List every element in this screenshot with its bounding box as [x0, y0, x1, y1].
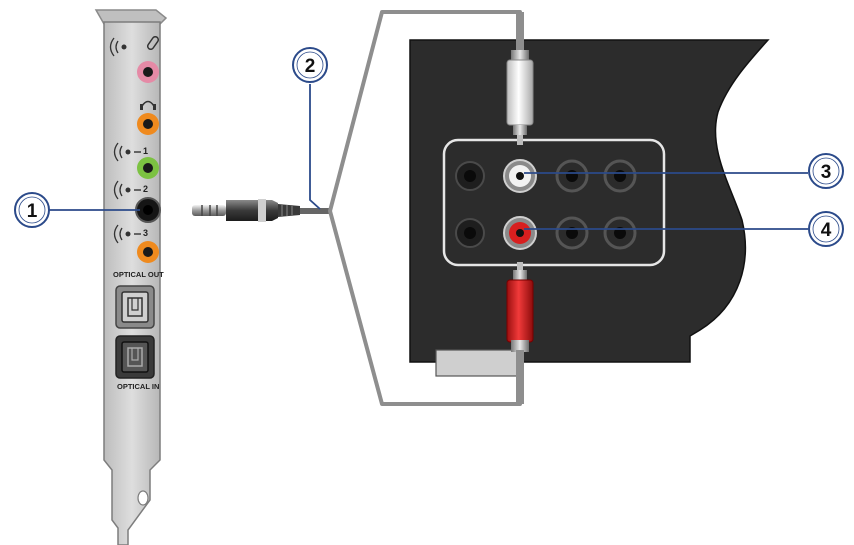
rca-socket	[555, 216, 589, 250]
optical-port-icon[interactable]	[115, 335, 155, 379]
rca-socket	[455, 161, 485, 191]
callout-2: 2	[292, 47, 328, 83]
callout-3: 3	[808, 153, 844, 189]
optical-out-label: OPTICAL OUT	[113, 270, 164, 279]
orange-jack-headphone[interactable]	[137, 113, 159, 135]
callout-lines	[48, 84, 808, 230]
rca-socket	[555, 159, 589, 193]
mounting-hole	[137, 490, 149, 506]
jack-panel	[442, 138, 666, 267]
cable	[300, 208, 330, 214]
speaker-icon	[113, 180, 141, 200]
device-rear-panel	[409, 39, 770, 377]
red-rca-plug	[506, 262, 534, 404]
headphone-icon	[140, 100, 156, 110]
rca-socket	[455, 218, 485, 248]
optical-in-label: OPTICAL IN	[117, 382, 159, 391]
speaker-icon	[113, 224, 141, 244]
jack-number-1: 1	[143, 146, 148, 156]
speaker-icon	[113, 142, 141, 162]
svg-text:3: 3	[821, 162, 832, 183]
jack-number-3: 3	[143, 228, 148, 238]
speaker-mic-icon	[109, 35, 160, 57]
jack-number-2: 2	[143, 184, 148, 194]
green-jack[interactable]	[137, 157, 159, 179]
stereo-mini-plug	[192, 199, 300, 222]
white-rca-input[interactable]	[503, 159, 537, 193]
white-rca-plug	[506, 12, 534, 145]
svg-text:4: 4	[821, 220, 832, 241]
red-rca-input[interactable]	[503, 216, 537, 250]
pink-jack[interactable]	[137, 61, 159, 83]
orange-jack[interactable]	[137, 241, 159, 263]
rca-socket	[603, 216, 637, 250]
svg-text:1: 1	[27, 201, 38, 222]
optical-port-icon[interactable]	[115, 285, 155, 329]
rca-socket	[603, 159, 637, 193]
svg-text:2: 2	[305, 56, 316, 77]
sound-card-bracket	[94, 9, 168, 545]
callout-1: 1	[14, 192, 50, 228]
callout-4: 4	[808, 211, 844, 247]
